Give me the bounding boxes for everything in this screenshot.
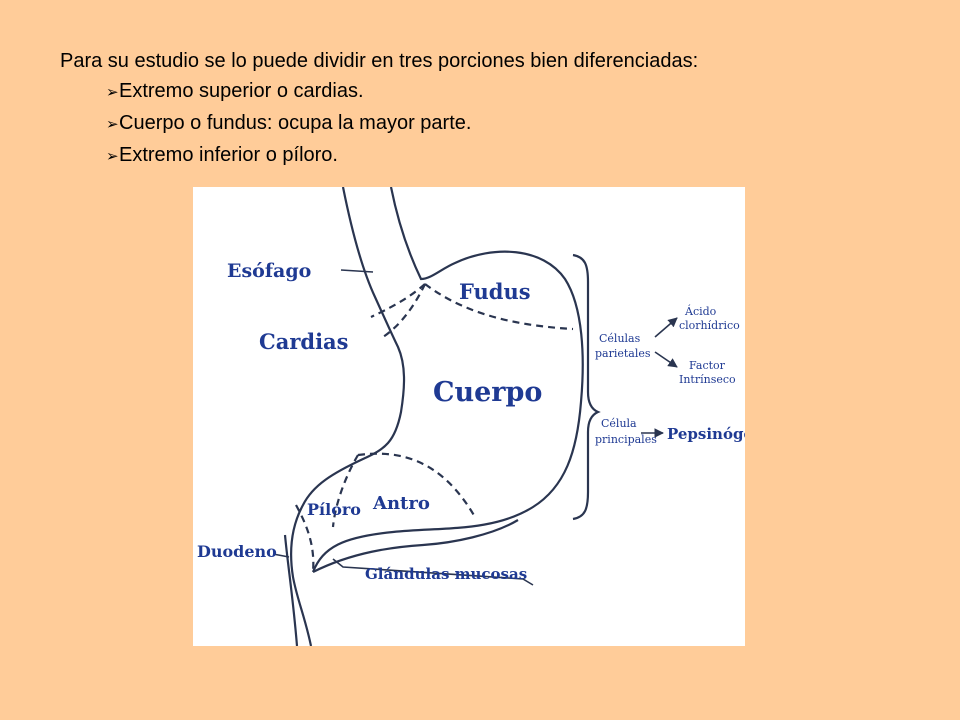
slide-text: Para su estudio se lo puede dividir en t… [60, 46, 920, 172]
stomach-diagram: Esófago Fudus Cardias Cuerpo Píloro Antr… [193, 187, 745, 646]
label-factor-1: Factor [689, 359, 726, 372]
arrow-factor [654, 351, 678, 368]
arrowhead-bullet-icon: ➢ [106, 148, 119, 165]
label-fudus: Fudus [459, 279, 531, 304]
label-acido-2: clorhídrico [679, 319, 740, 332]
pylorus-division-1 [331, 454, 359, 528]
duodeno-leader [272, 553, 290, 558]
stomach-outer-wall [311, 187, 584, 573]
intro-text: Para su estudio se lo puede dividir en t… [60, 50, 699, 72]
label-pepsinogeno: Pepsinógeno [667, 425, 745, 443]
label-esofago: Esófago [227, 260, 311, 282]
label-celulas-principales-1: Célula [601, 417, 637, 430]
arrowhead-bullet-icon: ➢ [106, 84, 119, 101]
cardias-division-1 [370, 283, 426, 318]
bullet-text: Extremo inferior o píloro. [119, 144, 338, 166]
bullet-item: ➢ Extremo inferior o píloro. [106, 140, 920, 172]
label-piloro: Píloro [307, 500, 361, 519]
esofago-leader [340, 269, 374, 273]
cardias-division-2 [382, 283, 426, 338]
duodenum-bottom [312, 519, 519, 573]
arrowhead-bullet-icon: ➢ [106, 116, 119, 133]
label-glandulas: Glándulas mucosas [365, 565, 527, 583]
bullet-text: Cuerpo o fundus: ocupa la mayor parte. [119, 112, 472, 134]
label-duodeno: Duodeno [197, 542, 277, 561]
bullet-list: ➢ Extremo superior o cardias. ➢ Cuerpo o… [60, 76, 920, 172]
antrum-division [357, 452, 476, 518]
label-factor-2: Intrínseco [679, 373, 736, 386]
label-cuerpo: Cuerpo [433, 377, 542, 408]
label-celulas-parietales-1: Células [599, 332, 641, 345]
label-antro: Antro [372, 493, 430, 514]
bullet-item: ➢ Extremo superior o cardias. [106, 76, 920, 108]
bullet-item: ➢ Cuerpo o fundus: ocupa la mayor parte. [106, 108, 920, 140]
duodenum-wall [283, 534, 299, 646]
stomach-diagram-svg: Esófago Fudus Cardias Cuerpo Píloro Antr… [197, 187, 745, 646]
arrow-acido [654, 317, 678, 338]
fundus-division [424, 283, 574, 331]
cell-types-brace [572, 253, 601, 521]
glandulas-bracket [332, 558, 534, 586]
stomach-inner-wall [290, 187, 406, 646]
label-celulas-parietales-2: parietales [595, 347, 651, 360]
label-cardias: Cardias [259, 329, 348, 354]
label-acido-1: Ácido [684, 304, 717, 318]
bullet-text: Extremo superior o cardias. [119, 80, 364, 102]
label-celulas-principales-2: principales [595, 433, 657, 446]
pylorus-division-2 [295, 504, 315, 573]
